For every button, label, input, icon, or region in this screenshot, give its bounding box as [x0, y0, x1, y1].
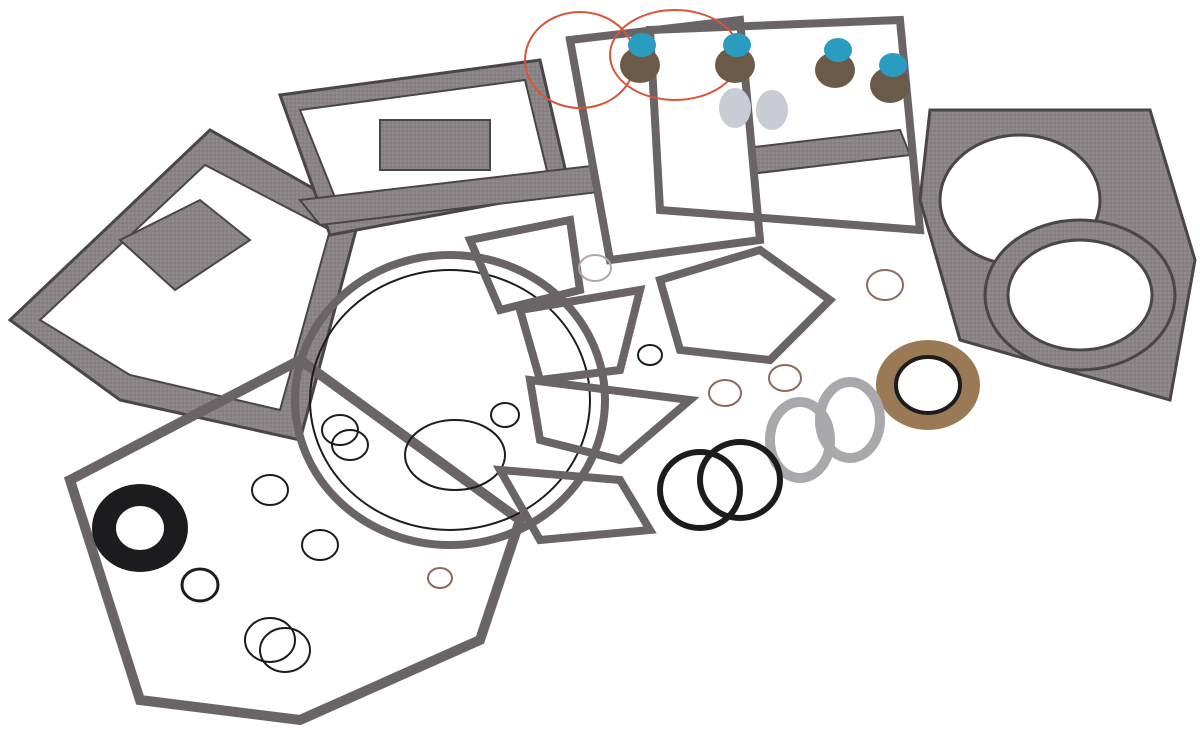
head-gaskets	[918, 108, 1197, 402]
plastic-caps	[719, 88, 788, 130]
small-gaskets	[464, 215, 837, 545]
rocker-base-gaskets	[565, 15, 925, 265]
primary-cover-gasket	[63, 251, 609, 726]
rocker-cover-gasket-left	[7, 128, 362, 442]
oil-seals	[92, 340, 980, 572]
valve-stem-seals	[620, 33, 910, 103]
metal-rings	[765, 377, 885, 483]
black-o-rings	[180, 254, 904, 673]
